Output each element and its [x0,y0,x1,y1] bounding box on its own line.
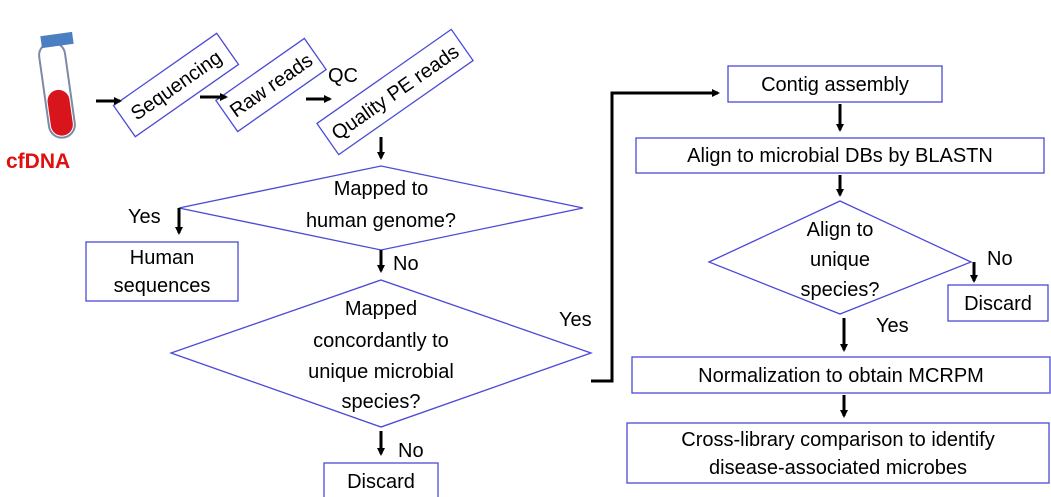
discard-right-label: Discard [964,293,1032,315]
contig-assembly-label: Contig assembly [761,74,909,96]
yes-human-label: Yes [128,206,161,228]
yes-microbial-label: Yes [559,309,592,331]
align-unique-line2: unique [810,249,870,271]
align-unique-line3: species? [801,279,880,301]
no-microbial-label: No [398,440,424,462]
mapped-microbial-line4: species? [342,391,421,413]
mapped-microbial-line1: Mapped [345,298,417,320]
arrow-yes-to-contig [591,89,720,383]
mapped-microbial-decision [169,279,593,428]
test-tube-icon [38,31,76,139]
sample-label: cfDNA [6,150,70,173]
cross-library-box [626,422,1050,484]
contig-assembly-box [727,65,943,103]
align-blastn-box [635,137,1045,174]
align-unique-decision [707,200,973,315]
sequencing-box: Sequencing [112,32,240,138]
no-unique-label: No [987,248,1013,270]
yes-unique-label: Yes [876,315,909,337]
mapped-microbial-line3: unique microbial [308,361,454,383]
normalization-label: Normalization to obtain MCRPM [698,365,984,387]
quality-pe-reads-box: Quality PE reads [316,28,474,156]
align-unique-line1: Align to [807,219,874,241]
mapped-human-line1: Mapped to [334,178,429,200]
discard-left-box [323,462,439,497]
discard-right-box [947,284,1049,322]
human-sequences-line2: sequences [114,275,211,297]
discard-left-label: Discard [347,471,415,493]
mapped-human-line2: human genome? [306,210,456,232]
raw-reads-box: Raw reads [214,37,328,133]
qc-label: QC [328,65,358,87]
no-human-label: No [393,253,419,275]
align-blastn-label: Align to microbial DBs by BLASTN [687,145,993,167]
normalization-box [631,356,1051,394]
human-sequences-line1: Human [130,247,194,269]
cross-library-line1: Cross-library comparison to identify [681,429,994,451]
quality-pe-reads-label: Quality PE reads [328,41,464,145]
human-sequences-box [85,241,239,302]
cross-library-line2: disease-associated microbes [709,457,967,479]
mapped-microbial-line2: concordantly to [313,330,449,352]
